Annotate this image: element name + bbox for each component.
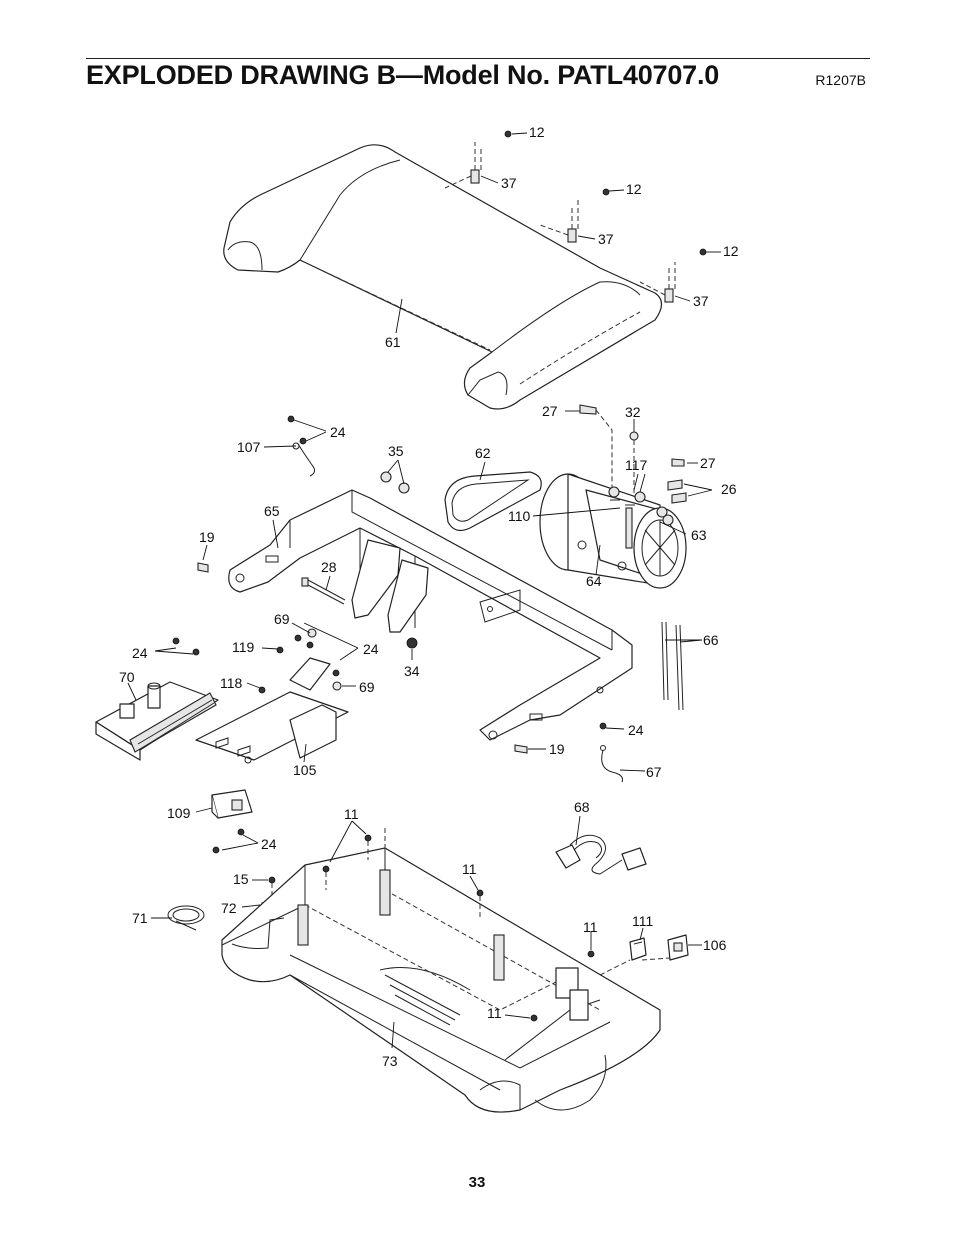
label-107: 107 [237,439,261,455]
leader-lines [127,132,721,1049]
label-69: 69 [274,611,290,627]
label-19: 19 [199,529,215,545]
label-15: 15 [233,871,249,887]
label-70: 70 [119,669,135,685]
label-28: 28 [321,559,337,575]
label-105: 105 [293,762,317,778]
label-64: 64 [586,573,602,589]
label-63: 63 [691,527,707,543]
label-12: 12 [529,124,545,140]
motor-mount-bracket [351,539,429,633]
drawing-code: R1207B [815,72,866,88]
bolt-19-right [514,744,528,754]
label-24: 24 [132,645,148,661]
bolt-19-left [197,562,209,573]
label-37: 37 [598,231,614,247]
label-117: 117 [625,457,648,473]
line-filter-109 [211,789,253,854]
motor-hardware [579,404,687,526]
page-title: EXPLODED DRAWING B—Model No. PATL40707.0 [86,60,720,90]
bolt-28 [301,577,418,649]
wire-harness-71 [167,905,205,931]
label-24: 24 [261,836,277,852]
label-65: 65 [264,503,280,519]
cable-ties-66 [661,621,684,711]
base-pan [221,828,661,1113]
label-34: 34 [404,663,420,679]
nuts-35 [380,471,410,494]
label-68: 68 [574,799,590,815]
clip-37-top [444,130,512,189]
controller-board [95,681,219,761]
label-27: 27 [542,403,558,419]
label-11: 11 [487,1005,502,1021]
label-27: 27 [700,455,716,471]
label-12: 12 [626,181,642,197]
header-rule [86,58,870,59]
label-37: 37 [501,175,517,191]
circuit-breaker-106 [667,934,689,961]
label-11: 11 [344,806,359,822]
label-24: 24 [330,424,346,440]
switch-guide-lines [599,957,671,976]
label-11: 11 [583,919,598,935]
label-67: 67 [646,764,662,780]
label-24: 24 [628,722,644,738]
page-number: 33 [468,1174,486,1191]
label-72: 72 [221,900,237,916]
board-screws-24 [172,637,200,656]
label-106: 106 [703,937,727,953]
clip-37-middle [539,188,610,243]
label-24: 24 [363,641,379,657]
label-12: 12 [723,243,739,259]
label-32: 32 [625,404,641,420]
label-119: 119 [232,639,255,655]
label-62: 62 [475,445,491,461]
part-labels: 12 37 12 37 12 37 61 27 32 24 107 35 62 … [119,124,739,1069]
label-109: 109 [167,805,191,821]
label-61: 61 [385,334,401,350]
label-66: 66 [703,632,719,648]
label-19: 19 [549,741,565,757]
electronics-bracket [195,628,349,764]
drive-belt [444,471,542,532]
label-11: 11 [462,861,477,877]
power-switch-111 [629,937,647,961]
label-110: 110 [508,508,531,524]
motor-hood [223,144,663,410]
ground-wire-67 [599,722,623,783]
label-69: 69 [359,679,375,695]
label-73: 73 [382,1053,398,1069]
label-71: 71 [132,910,148,926]
label-35: 35 [388,443,404,459]
label-26: 26 [721,481,737,497]
label-111: 111 [632,913,653,929]
power-cord [555,834,647,875]
clip-37-bottom [639,248,707,303]
label-118: 118 [220,675,243,691]
label-37: 37 [693,293,709,309]
